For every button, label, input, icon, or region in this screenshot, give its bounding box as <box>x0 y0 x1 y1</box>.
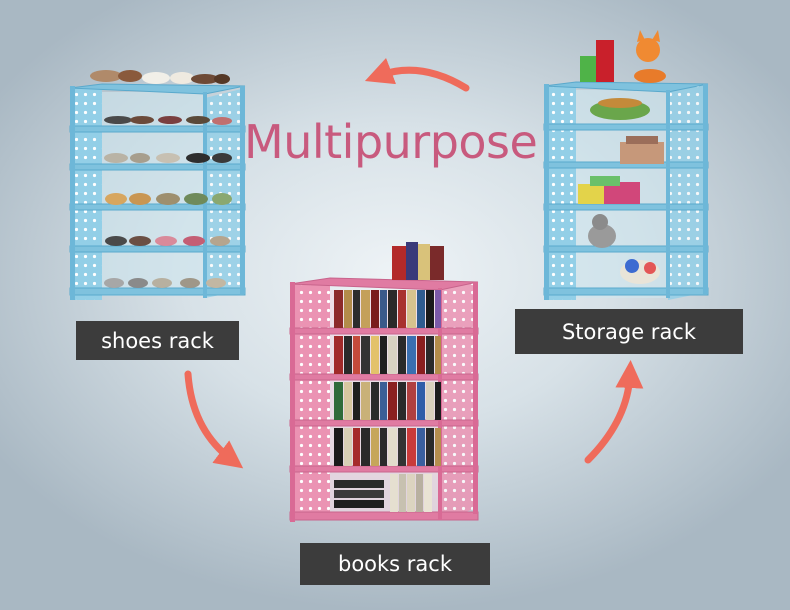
shoes-rack-label-text: shoes rack <box>101 328 214 353</box>
arrow-shoes-to-books <box>184 370 244 469</box>
storage-rack-label: Storage rack <box>515 309 743 354</box>
cycle-arrows <box>184 57 644 469</box>
storage-rack-label-text: Storage rack <box>561 319 697 344</box>
books-rack-label-text: books rack <box>337 552 452 576</box>
storage-rack-image <box>543 30 709 300</box>
shoes-rack-label: shoes rack <box>76 321 239 360</box>
headline-text: Multipurpose <box>244 115 538 169</box>
books-rack-image <box>289 242 479 522</box>
arrow-storage-to-shoes <box>364 57 470 92</box>
shoes-rack-image <box>69 70 246 300</box>
books-rack-label: books rack <box>300 543 490 585</box>
arrow-books-to-storage <box>584 360 644 464</box>
